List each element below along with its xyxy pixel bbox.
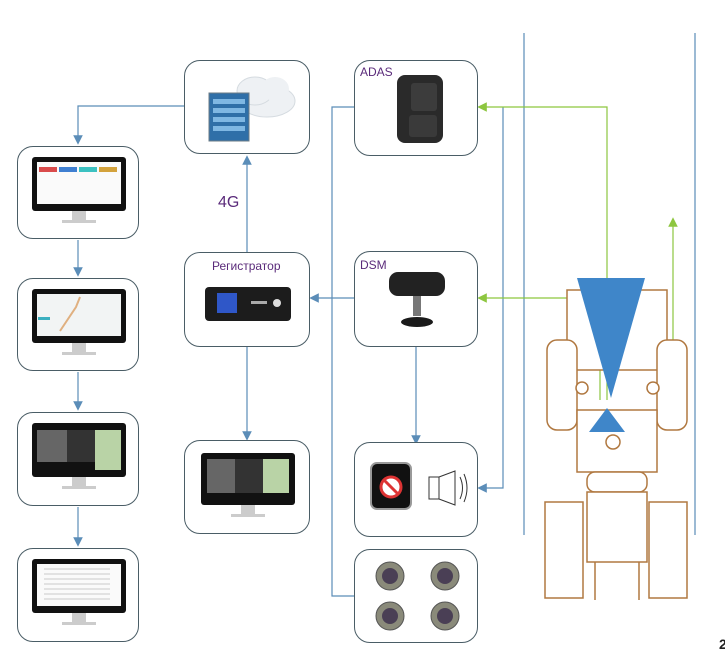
monitor-dashboard-node [17,146,139,239]
dsm-node: DSM [354,251,478,347]
adas-node: ADAS [354,60,478,156]
4g-link-label: 4G [218,194,240,211]
vehicle-drawing [544,278,688,600]
link-server-monitor1 [73,105,184,145]
dome-cameras-icon [375,561,460,631]
monitor-dashboard-icon [32,157,126,223]
cameras-node [354,549,478,643]
adas-label: ADAS [360,65,393,79]
server-cloud-node [184,60,310,154]
monitor-video-playback-icon [32,423,126,489]
monitor-video-node [17,412,139,506]
registrator-node: Регистратор [184,252,310,347]
monitor-video-icon [201,453,295,517]
alarm-display-speaker-icon [370,462,468,510]
dsm-camera-icon [389,272,445,327]
adas-beam [577,278,645,398]
dvr-recorder-icon [205,287,291,321]
page-number: 2 [719,636,725,652]
registrator-label: Регистратор [212,259,281,273]
dsm-beam [589,408,625,432]
link-bus-alarm [477,107,504,493]
monitor-report-node [17,548,139,642]
monitor-map-icon [32,289,126,355]
alarm-node [354,442,478,537]
server-cloud-icon [208,76,296,142]
local-monitor-node [184,440,310,534]
dsm-label: DSM [360,258,387,272]
monitor-map-node [17,278,139,371]
adas-camera-icon [397,75,443,143]
monitor-report-table-icon [32,559,126,625]
link-adas-bus [331,106,354,597]
